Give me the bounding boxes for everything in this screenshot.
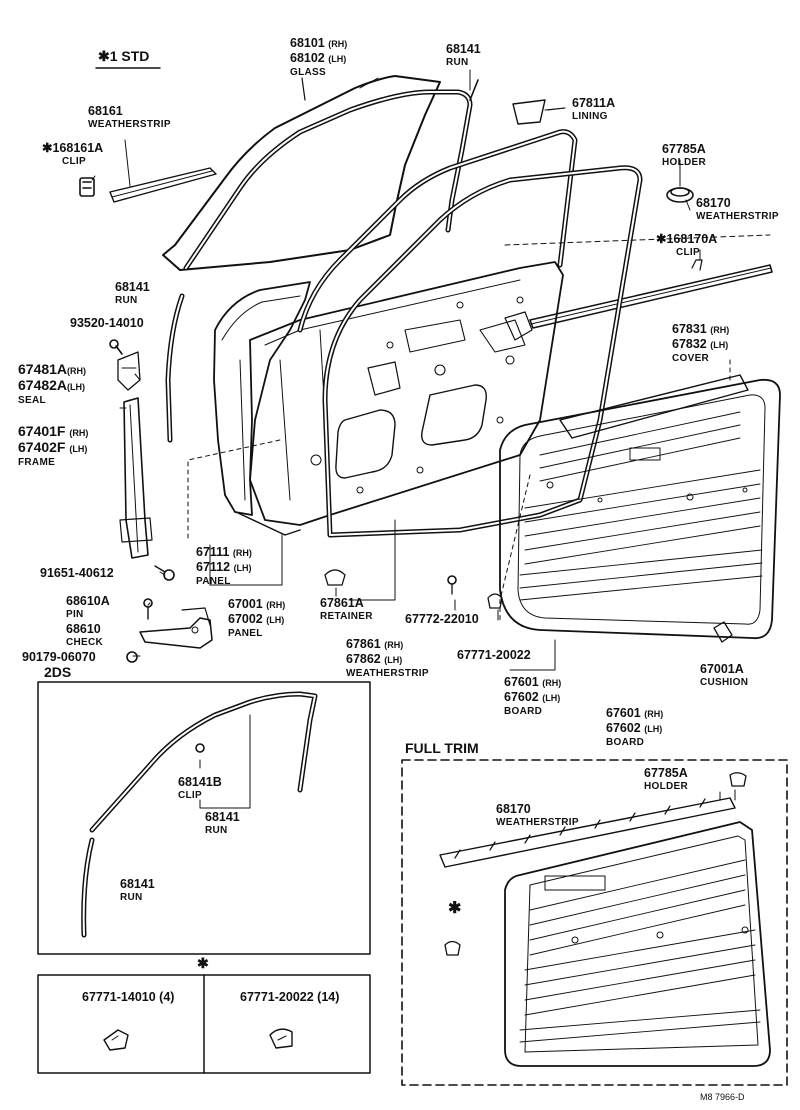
door-outer-panel — [213, 281, 311, 536]
inner-weatherstrip — [529, 259, 773, 329]
screw-67772 — [447, 575, 457, 595]
two-door-marker: 2DS — [44, 664, 72, 680]
door-glass — [162, 75, 441, 271]
label-weatherstrip-door: 67861 (RH) 67862 (LH) WEATHERSTRIP — [346, 637, 429, 679]
label-frame: 67401F (RH) 67402F (LH) FRAME — [18, 423, 89, 468]
box-full-trim — [401, 759, 788, 1086]
outer-weatherstrip — [109, 139, 217, 203]
door-check — [139, 607, 213, 649]
label-clip-20022-14: 67771-20022 (14) — [240, 990, 340, 1004]
label-panel-inner: 67111 (RH) 67112 (LH) PANEL — [196, 545, 252, 587]
footer-code: M8 7966-D — [700, 1092, 745, 1102]
label-clip-67771: 67771-20022 — [457, 648, 531, 662]
asterisk-clip-box: ✱ — [197, 955, 209, 971]
leader-lines — [91, 69, 771, 671]
bolt-90179 — [126, 651, 138, 663]
std-marker: ✱1 STD — [98, 48, 150, 64]
window-frame — [119, 397, 153, 559]
label-panel-outer: 67001 (RH) 67002 (LH) PANEL — [228, 597, 286, 639]
label-cover: 67831 (RH) 67832 (LH) COVER — [672, 322, 730, 364]
holder-top — [666, 187, 694, 203]
left-run — [165, 293, 185, 443]
label-bolt-93520: 93520-14010 — [70, 316, 144, 330]
label-board: 67601 (RH) 67602 (LH) BOARD — [504, 675, 562, 717]
door-sash-frame — [297, 129, 578, 333]
bolt-93520 — [109, 339, 123, 355]
label-board-full: 67601 (RH) 67602 (LH) BOARD — [606, 706, 664, 748]
outer-clip — [79, 177, 95, 197]
retainer — [324, 569, 346, 586]
box-2ds — [37, 681, 371, 955]
label-seal: 67481A(RH) 67482A(LH) SEAL — [18, 361, 87, 406]
label-screw-67772: 67772-22010 — [405, 612, 479, 626]
door-weatherstrip — [322, 165, 643, 538]
glass-run-top — [183, 79, 479, 271]
label-clip-14010: 67771-14010 (4) — [82, 990, 175, 1004]
label-glass: 68101 (RH) 68102 (LH) GLASS — [290, 36, 348, 78]
label-bolt-91651: 91651-40612 — [40, 566, 114, 580]
asterisk-full-trim: ✱ — [448, 900, 462, 917]
bolt-91651 — [154, 565, 175, 581]
lining — [512, 99, 566, 125]
trim-board — [499, 374, 781, 640]
board-clip — [487, 593, 503, 609]
check-pin — [143, 598, 153, 620]
cushion — [713, 621, 733, 643]
door-inner-panel — [249, 261, 564, 526]
box-clip-variants — [37, 974, 371, 1074]
seal — [117, 351, 141, 391]
label-bolt-90179: 90179-06070 — [22, 650, 96, 664]
full-trim-title: FULL TRIM — [405, 740, 479, 756]
